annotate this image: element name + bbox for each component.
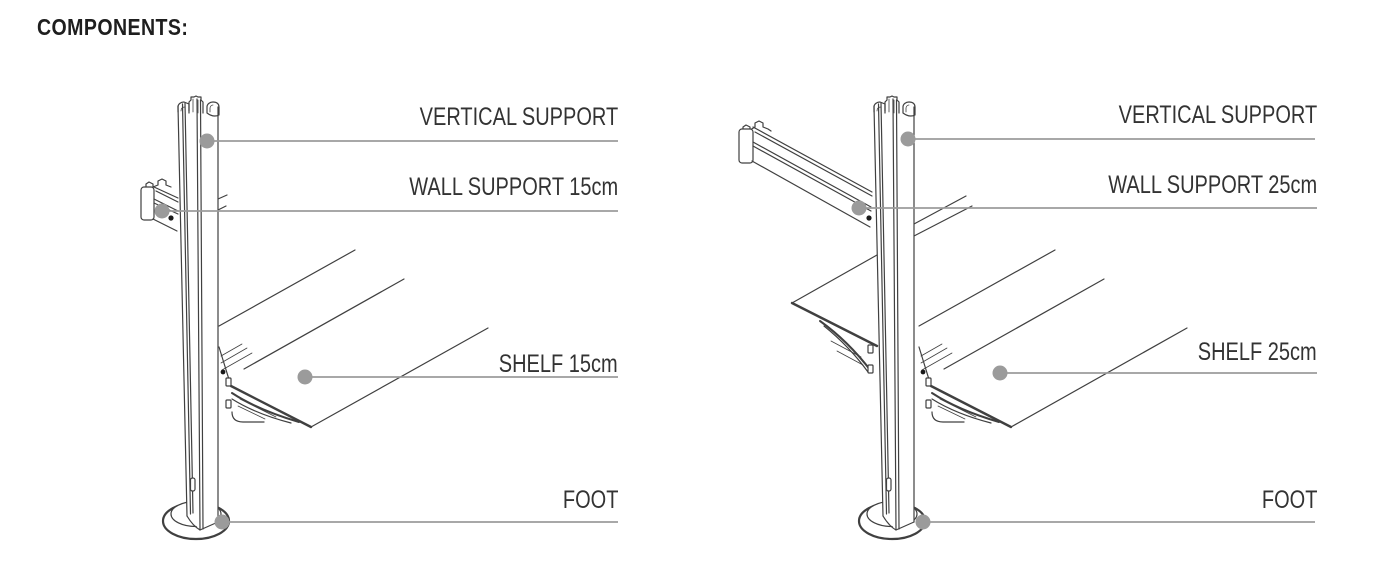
right-diagram [738,95,1317,541]
leader-dot-marker [915,514,931,530]
vertical-support-drawing [177,95,220,531]
shelf-drawing [790,249,1188,429]
label-wall-support-left: WALL SUPPORT 15cm [409,173,618,201]
leader-dot-marker [851,200,867,216]
shelf-drawing [218,249,489,429]
leader-dot-marker [154,203,170,219]
label-foot-right: FOOT [1261,486,1317,514]
leader-lines-left [154,133,618,530]
label-vertical-support-right: VERTICAL SUPPORT [1118,101,1317,129]
label-shelf-right: SHELF 25cm [1198,338,1317,366]
leader-dot-marker [900,131,916,147]
label-shelf-left: SHELF 15cm [499,350,618,378]
left-diagram [140,95,618,541]
label-foot-left: FOOT [562,486,618,514]
wall-support-drawing [738,120,973,237]
vertical-support-drawing [873,95,916,531]
leader-lines-right [851,131,1317,530]
label-wall-support-right: WALL SUPPORT 25cm [1108,171,1317,199]
leader-dot-marker [297,369,313,385]
leader-dot-marker [199,133,215,149]
leader-dot-marker [214,514,230,530]
page-title: COMPONENTS: [37,14,189,40]
label-vertical-support-left: VERTICAL SUPPORT [419,103,618,131]
leader-dot-marker [992,365,1008,381]
